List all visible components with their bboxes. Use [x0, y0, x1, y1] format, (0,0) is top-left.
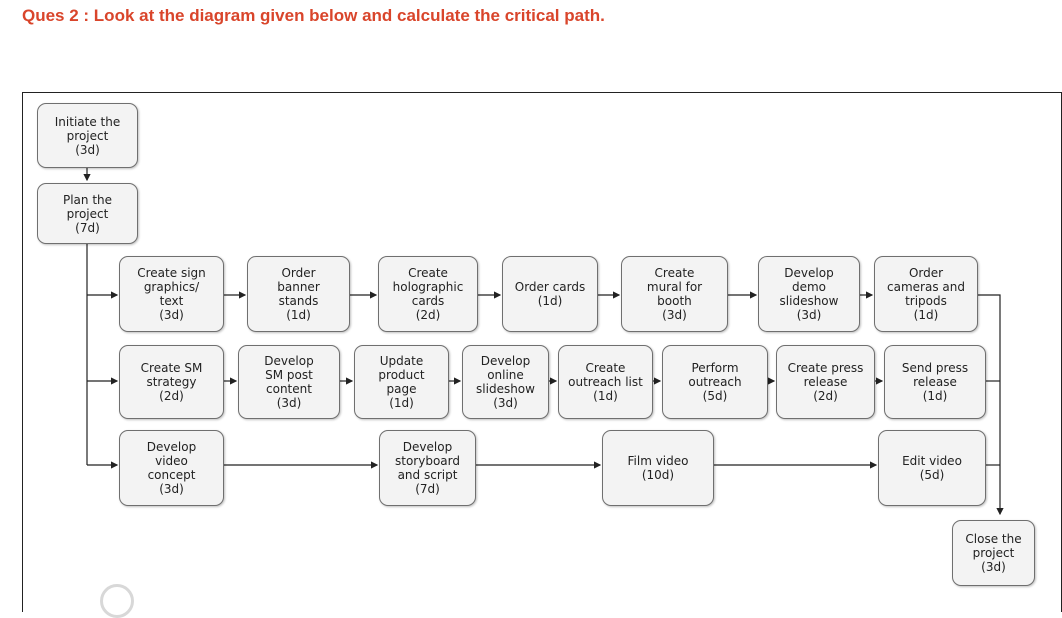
node-develop-storyboard-script: Develop storyboard and script (7d) [379, 430, 476, 506]
node-film-video: Film video (10d) [602, 430, 714, 506]
node-create-outreach-list: Create outreach list (1d) [558, 345, 653, 419]
node-create-press-release: Create press release (2d) [776, 345, 875, 419]
node-develop-video-concept: Develop video concept (3d) [119, 430, 224, 506]
node-develop-demo-slideshow: Develop demo slideshow (3d) [758, 256, 860, 332]
node-initiate-project: Initiate the project (3d) [37, 103, 138, 168]
node-order-cameras-tripods: Order cameras and tripods (1d) [874, 256, 978, 332]
node-send-press-release: Send press release (1d) [884, 345, 986, 419]
node-create-mural: Create mural for booth (3d) [621, 256, 728, 332]
node-develop-sm-post-content: Develop SM post content (3d) [238, 345, 340, 419]
node-develop-online-slideshow: Develop online slideshow (3d) [462, 345, 549, 419]
node-close-project: Close the project (3d) [952, 520, 1035, 586]
node-perform-outreach: Perform outreach (5d) [662, 345, 768, 419]
node-create-holographic-cards: Create holographic cards (2d) [378, 256, 478, 332]
node-create-sm-strategy: Create SM strategy (2d) [119, 345, 224, 419]
question-title: Ques 2 : Look at the diagram given below… [22, 6, 605, 25]
node-plan-project: Plan the project (7d) [37, 183, 138, 244]
node-edit-video: Edit video (5d) [878, 430, 986, 506]
watermark-circle [100, 584, 134, 618]
node-create-sign-graphics: Create sign graphics/ text (3d) [119, 256, 224, 332]
arrow-to-close [978, 294, 1004, 516]
node-update-product-page: Update product page (1d) [354, 345, 449, 419]
node-order-cards: Order cards (1d) [502, 256, 598, 332]
node-order-banner-stands: Order banner stands (1d) [247, 256, 350, 332]
